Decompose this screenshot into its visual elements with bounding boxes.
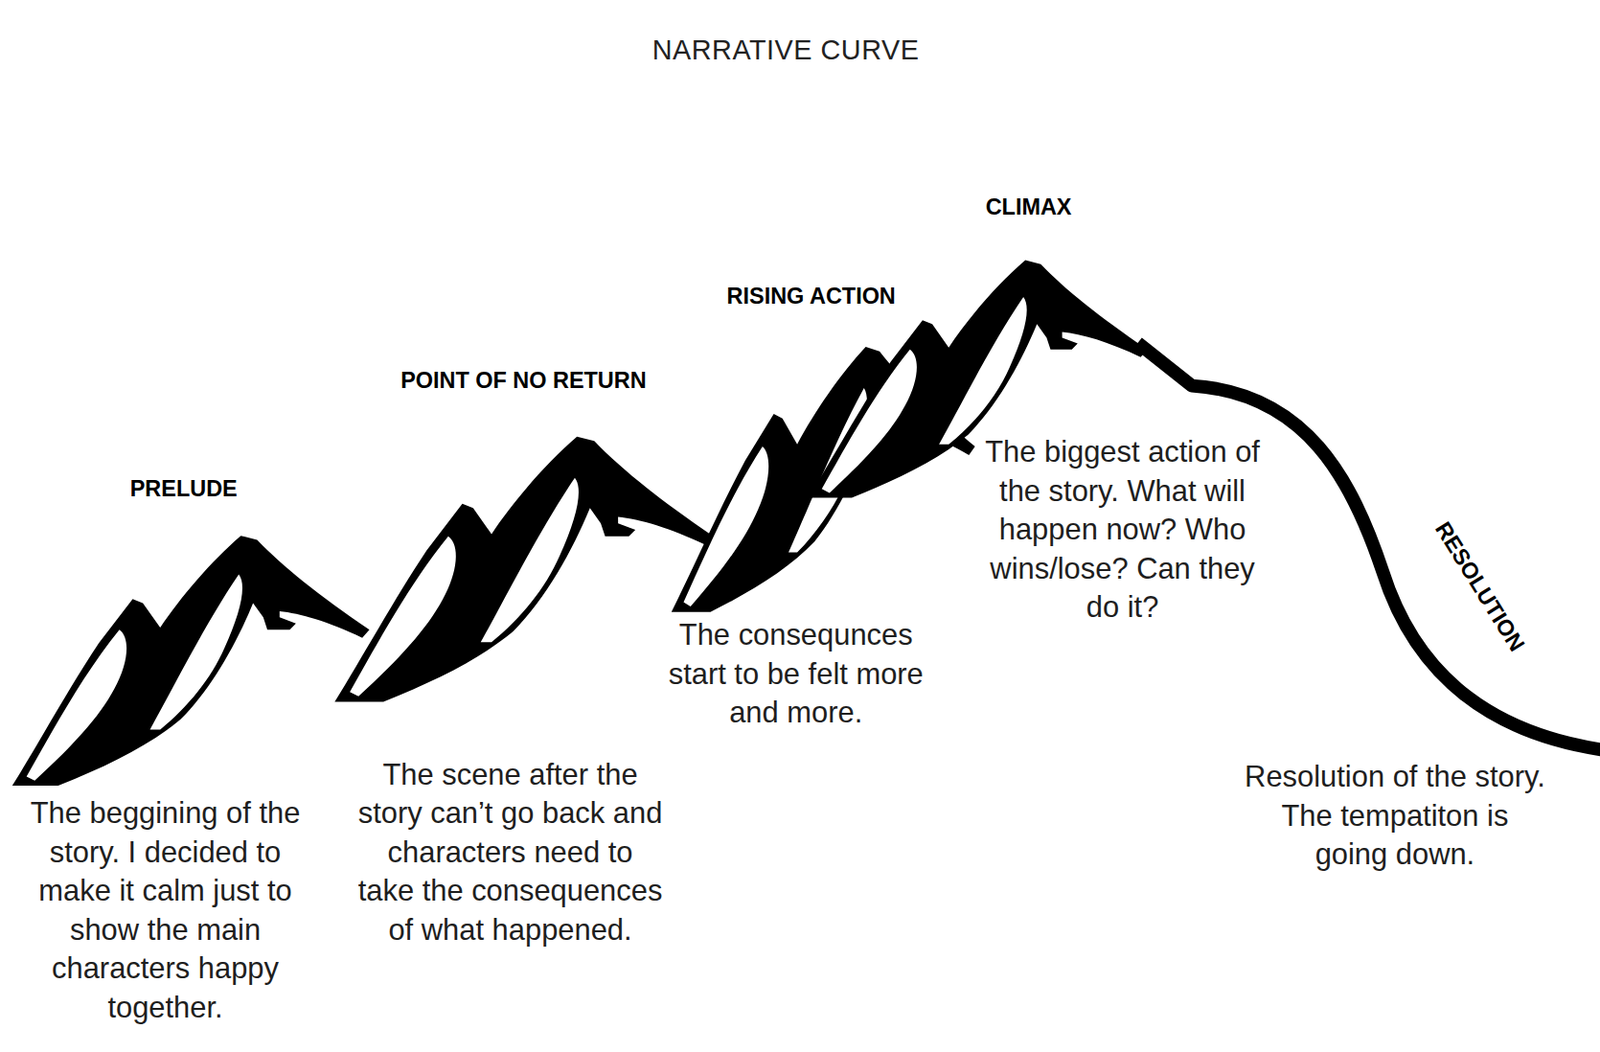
diagram-title: NARRATIVE CURVE <box>652 35 920 68</box>
stage-description: The consequnces start to be felt more an… <box>653 615 939 732</box>
no-return-mountain <box>334 436 713 703</box>
stage-description: The biggest action of the story. What wi… <box>979 433 1265 627</box>
stage-heading: CLIMAX <box>985 193 1073 221</box>
stage-heading: PRELUDE <box>130 475 238 503</box>
stage-description: The beggining of the story. I decided to… <box>12 794 320 1028</box>
stage-heading: RESOLUTION <box>1429 517 1531 657</box>
stage-description: Resolution of the story. The tempatiton … <box>1241 756 1549 873</box>
stage-heading: RISING ACTION <box>727 283 896 311</box>
stage-heading: POINT OF NO RETURN <box>400 366 646 394</box>
resolution-curve <box>1138 342 1600 751</box>
prelude-mountain <box>12 535 370 786</box>
stage-description: The scene after the story can’t go back … <box>357 754 664 949</box>
